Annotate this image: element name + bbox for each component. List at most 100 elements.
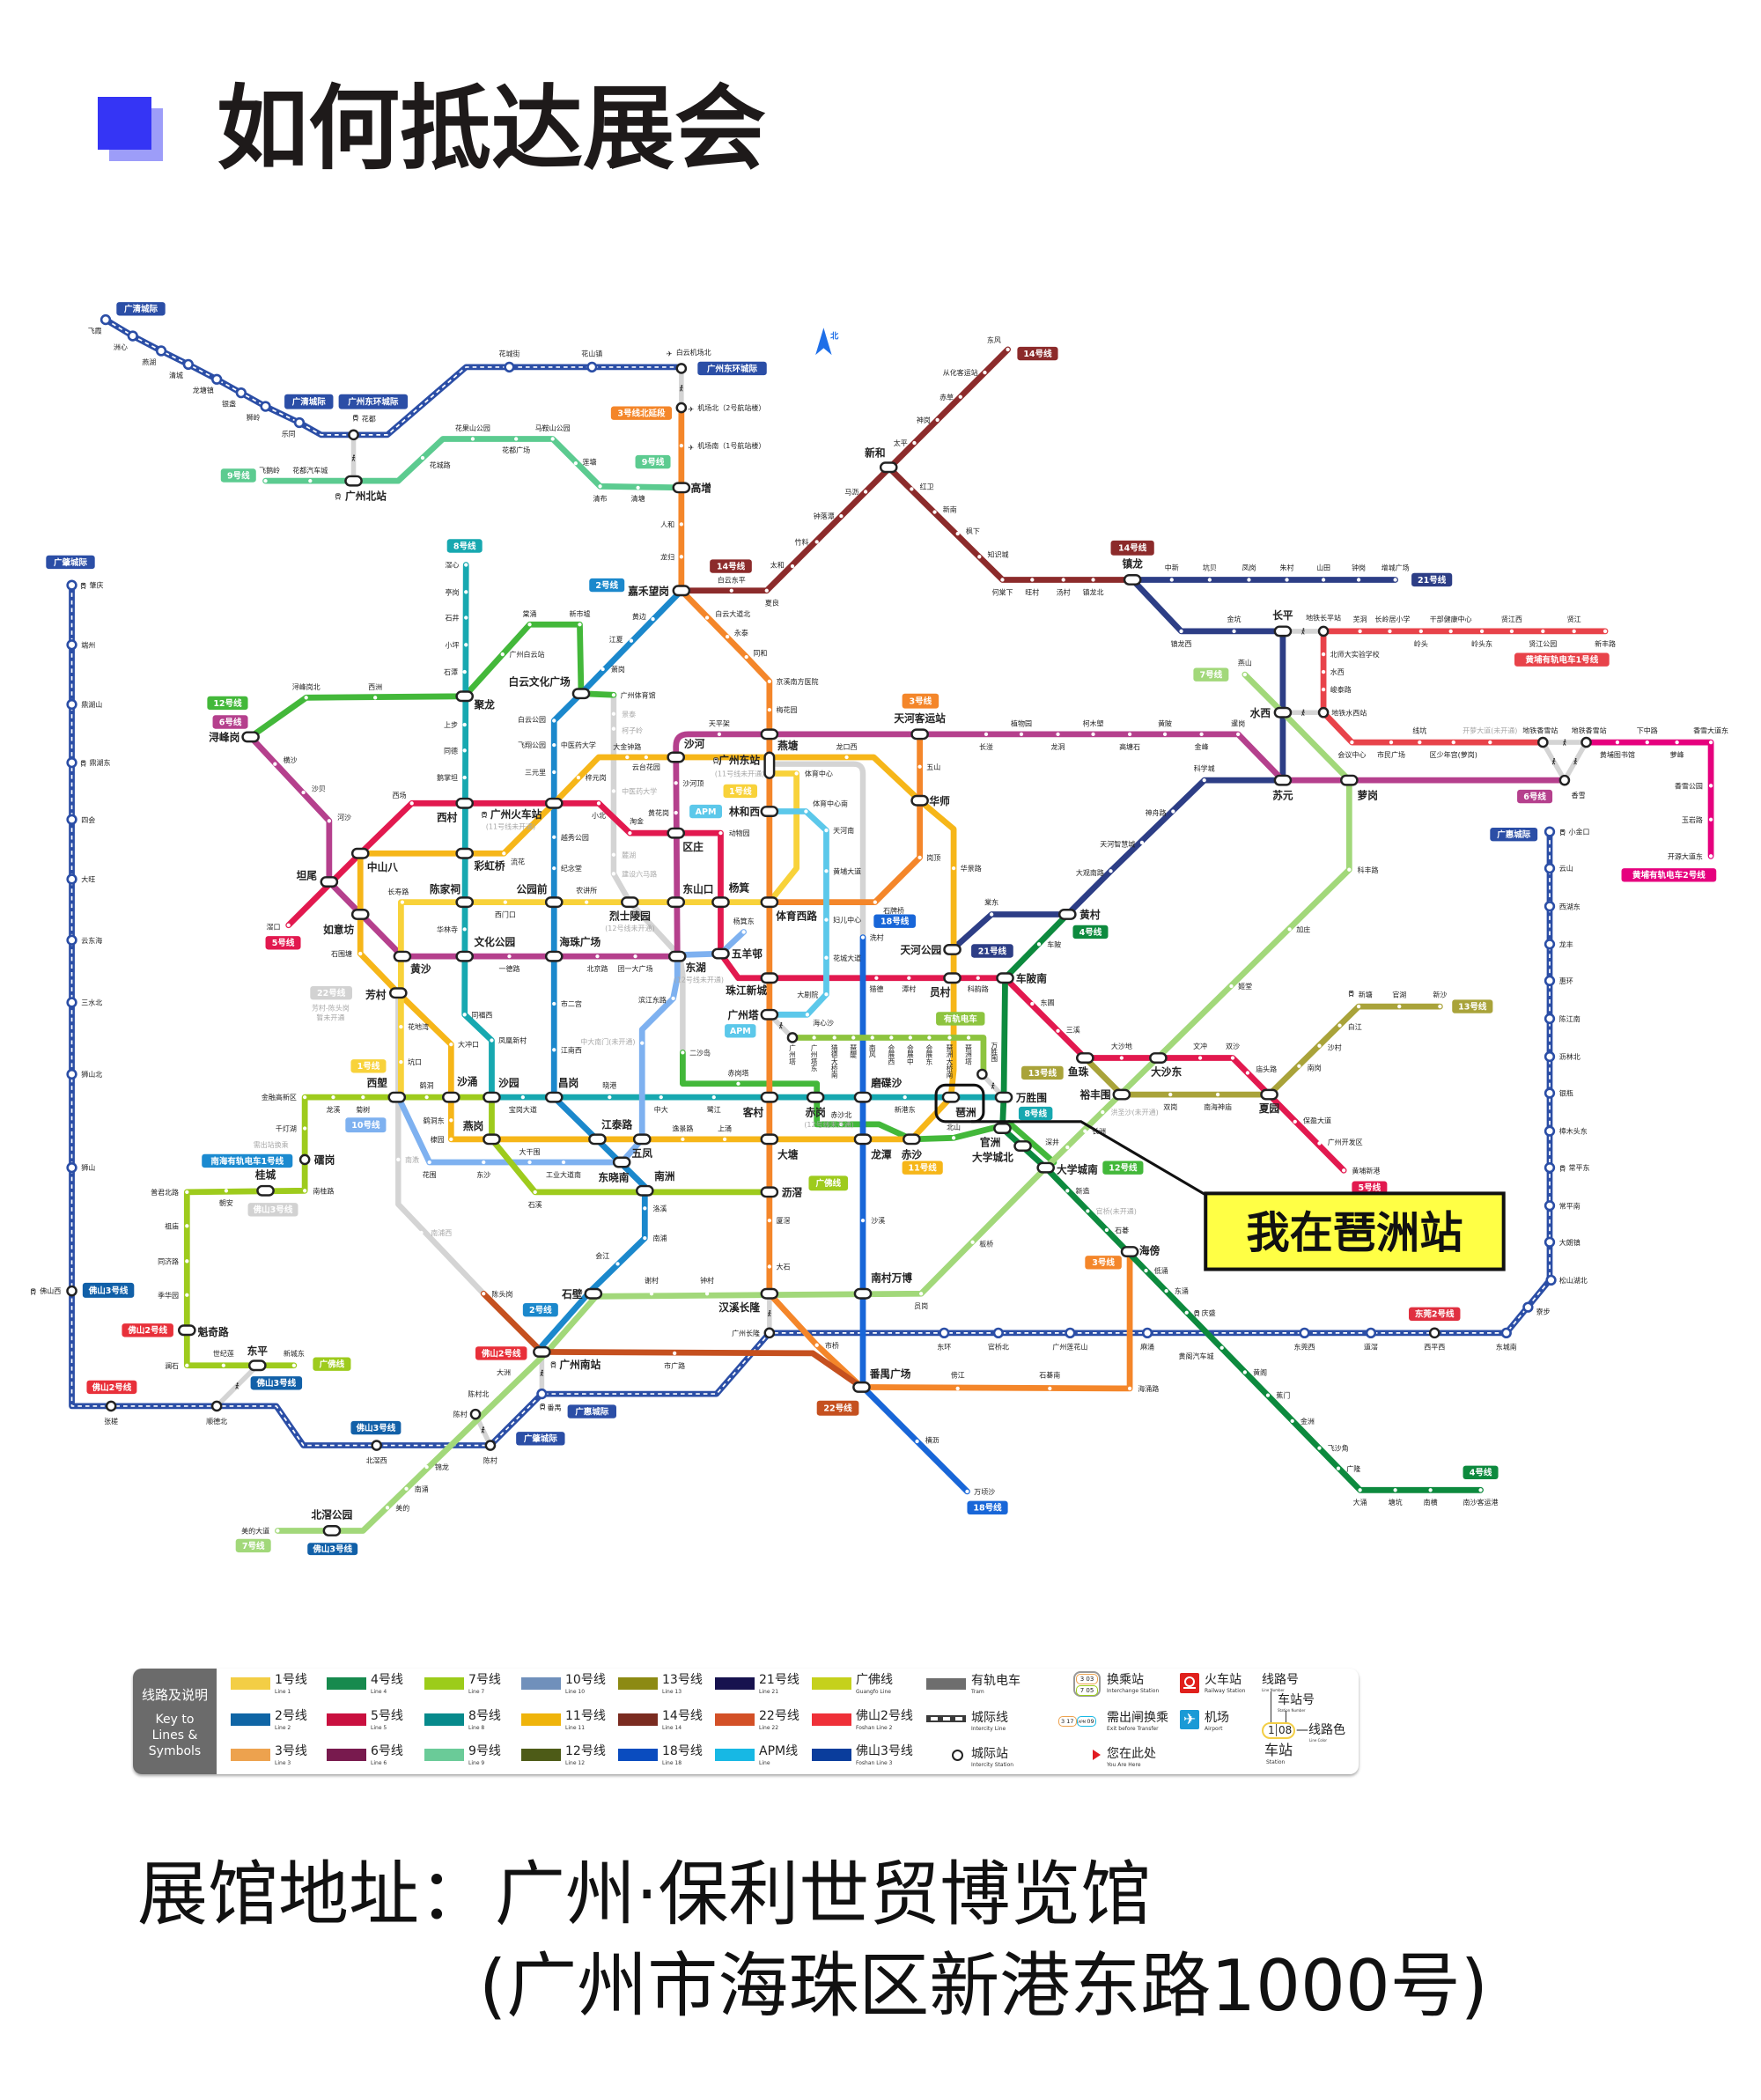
station-label: 金坑 <box>1227 615 1242 623</box>
line-badge-label: 3号线北延段 <box>617 409 666 419</box>
station-label: 磨碟沙 <box>870 1077 902 1089</box>
station-label: 桂城 <box>254 1168 276 1181</box>
station-label: 广州白云站 <box>509 650 544 659</box>
station-label: 祖庙 <box>165 1221 179 1230</box>
station-label: 南洲 <box>654 1170 674 1183</box>
station-label: 新城东 <box>284 1349 305 1358</box>
station-label: 红卫 <box>920 482 934 490</box>
station-label: 车陂 <box>1047 939 1061 948</box>
line-badge-label: 佛山2号线 <box>127 1325 167 1336</box>
station-label: 花都 <box>362 414 376 423</box>
line-badge-label: 2号线 <box>529 1305 552 1315</box>
station-label: 长湴 <box>979 742 993 751</box>
station-label: 大金钟路 <box>613 742 641 751</box>
legend-exit-transfer-sub: Exit before Transfer <box>1107 1726 1159 1732</box>
line-badge <box>610 406 673 420</box>
station-label: 南岗 <box>1308 1063 1322 1072</box>
station-label: 市桥 <box>825 1341 839 1350</box>
station-label: 机场北（2号航站楼） <box>697 403 765 412</box>
station-label: 狮岭 <box>247 413 261 422</box>
station-label: 赤岗塔 <box>727 1069 748 1078</box>
line-badge <box>82 1282 135 1298</box>
station-label: 同和 <box>753 650 767 658</box>
station-label: 鹭江 <box>707 1105 721 1114</box>
line-badge <box>723 784 757 799</box>
line-badge-label: 黄埔有轨电车2号线 <box>1632 870 1706 881</box>
you-are-here-icon <box>1093 1750 1101 1760</box>
legend-airport-sub: Airport <box>1205 1726 1223 1732</box>
future-station-label: 洪圣沙(未开通) <box>1111 1108 1159 1116</box>
station-label: 北滘公园 <box>312 1509 353 1522</box>
station-label: 黄阁 <box>1253 1368 1267 1377</box>
station-label: 一德路 <box>498 964 519 973</box>
line-badge-label: APM <box>696 807 717 817</box>
line-badge-label: 4号线 <box>1079 927 1102 938</box>
line-badge-label: 12号线 <box>213 698 242 709</box>
station-label: 干部健康中心 <box>1430 615 1472 623</box>
station-label: 沙村 <box>1328 1043 1342 1051</box>
line-badge <box>1110 540 1154 556</box>
line-badge <box>265 936 301 950</box>
station-label: 香雪 <box>1572 791 1586 799</box>
station-label: 广隆 <box>1346 1464 1360 1473</box>
station-label: 地铁水西站 <box>1331 708 1367 717</box>
line-badge-label: 黄埔有轨电车1号线 <box>1525 655 1598 666</box>
station-labels: 飞霞 洲心 燕湖 清城 龙塘镇 银盏 狮岭 乐同 花都 花城街 花山镇 白云机场… <box>40 327 1728 1535</box>
station-label: 潭村 <box>902 984 916 993</box>
station-label: 农讲所 <box>576 886 597 895</box>
station-label: 姬堂 <box>1238 982 1252 991</box>
station-label: 西湖东 <box>1559 902 1580 910</box>
station-label: 江南西 <box>561 1045 582 1054</box>
station-label: 云台花园 <box>632 763 660 771</box>
station-key-line-color: —线路色 <box>1296 1723 1345 1737</box>
station-label: 白云文化广场 <box>509 675 571 688</box>
line-badge <box>313 1357 351 1371</box>
station-label: 横沙 <box>284 755 298 764</box>
station-label: 南横 <box>1424 1498 1438 1507</box>
station-label: 双沙 <box>1226 1043 1240 1050</box>
train-icon <box>550 1361 556 1368</box>
station-label: 从化客运站 <box>943 368 978 377</box>
station-label: 浔峰岗北 <box>292 682 321 691</box>
station-label: 岭头东 <box>1471 639 1492 648</box>
line-badge-label: 5号线 <box>272 938 295 948</box>
legend-intercity-line-label: 城际线 <box>971 1711 1008 1725</box>
legend-tram-sub: Tram <box>971 1689 984 1695</box>
station-label: 花地湾 <box>408 1022 429 1031</box>
station-label: 太平 <box>894 438 908 447</box>
station-label: 黄埔图书馆 <box>1600 750 1635 759</box>
station-label: 如意坊 <box>323 924 354 936</box>
station-label: 陈村 <box>453 1410 468 1418</box>
station-label: 天河南 <box>833 826 854 835</box>
station-label: 北师大实验学校 <box>1330 650 1380 659</box>
legend-railway-label: 火车站 <box>1205 1673 1242 1687</box>
line-badge-label: 广惠城际 <box>575 1406 609 1417</box>
station-label: 中医药大学 <box>561 741 596 749</box>
station-label: 黄边 <box>632 612 646 621</box>
line-badge-label: 18号线 <box>880 917 910 927</box>
station-label: 鼎湖东 <box>90 758 111 767</box>
station-label: 科学城 <box>1194 763 1215 772</box>
line-badge-label: 6号线 <box>219 717 242 727</box>
station-label: 道滘 <box>1364 1342 1378 1351</box>
station-label: 新造 <box>1076 1186 1090 1195</box>
station-label: 长寿路 <box>387 887 409 895</box>
interchange-station-markers <box>66 363 1592 1536</box>
station-label: 飞翔公园 <box>518 741 546 749</box>
line-badge-label: 21号线 <box>1418 575 1447 586</box>
station-label: 飞沙角 <box>1328 1444 1349 1453</box>
future-station-label: 麓湖 <box>622 851 636 859</box>
station-label: 洲心 <box>114 343 128 351</box>
line-badge <box>589 578 625 593</box>
line-badge-label: 广州东环城际 <box>348 397 399 408</box>
station-label: 神岗 <box>917 416 931 424</box>
station-label: 会展东 <box>925 1043 933 1065</box>
callout-text: 我在琶洲站 <box>1246 1207 1463 1258</box>
station-label: 燕山 <box>1238 658 1252 667</box>
line-badge-label: 佛山2号线 <box>92 1382 132 1393</box>
station-label: 凤岗 <box>1242 564 1256 572</box>
